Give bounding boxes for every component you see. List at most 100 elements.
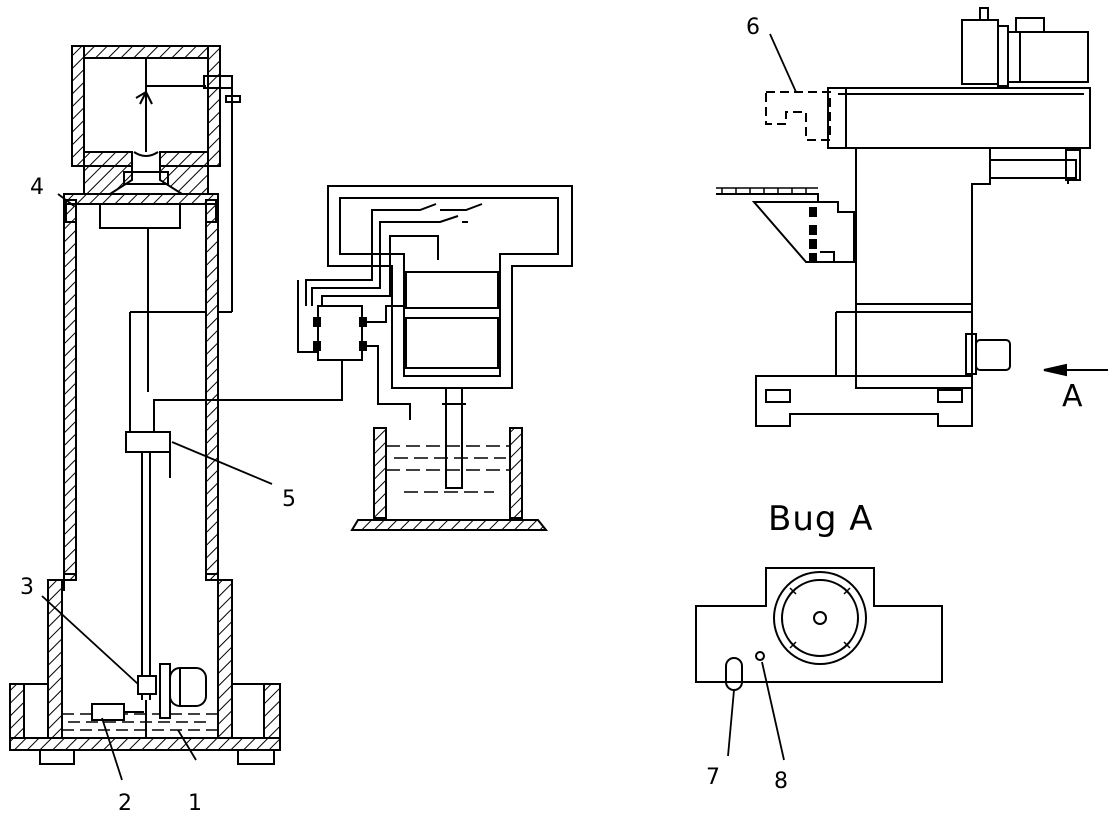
- callout-5: 5: [282, 487, 296, 512]
- column-right-wall: [205, 193, 219, 575]
- view-arrow-label: A: [1062, 379, 1083, 414]
- tank-floor-left: [83, 151, 133, 167]
- column-top-plate: [63, 193, 219, 205]
- callout-6: 6: [746, 15, 760, 40]
- top-motor-box: [1015, 17, 1045, 33]
- view-a-outer-ring: [773, 571, 867, 665]
- funnel-neck: [123, 171, 169, 185]
- bath-right-wall: [509, 427, 523, 519]
- callout-1: 1: [188, 791, 202, 815]
- view-arrow-head: [1043, 363, 1067, 377]
- bath-floor: [350, 519, 549, 531]
- table-clamp: [818, 201, 855, 263]
- table-bolts: [809, 207, 817, 263]
- upper-arm: [827, 87, 1091, 149]
- control-terminal-3: [359, 317, 367, 327]
- reservoir-inner: [339, 197, 559, 377]
- bath-left-wall: [373, 427, 387, 519]
- tank-floor-right: [159, 151, 209, 167]
- base-foot-right: [237, 749, 275, 765]
- control-terminal-1: [313, 317, 321, 327]
- control-terminal-2: [313, 341, 321, 351]
- column-left-wall: [63, 193, 77, 575]
- machine-column: [855, 148, 991, 389]
- callout-labels: 1 2 3 4 5 6 7 8 Bug A A: [20, 15, 1083, 816]
- rail-stopper: [1065, 149, 1081, 181]
- machine-base: [755, 375, 973, 427]
- flange-left: [65, 199, 77, 223]
- valve-block-upper: [405, 271, 499, 309]
- callout-8: 8: [774, 769, 788, 794]
- tower-section: [9, 45, 281, 765]
- callout-3: 3: [20, 575, 34, 600]
- view-a-inner-ring: [781, 579, 859, 657]
- tank-top-wall: [71, 45, 221, 59]
- view-title: Bug A: [768, 499, 874, 539]
- view-a-slot: [725, 657, 743, 691]
- funnel-arc: [133, 151, 159, 157]
- switch-3: [389, 235, 439, 260]
- switch-1: [371, 203, 483, 254]
- callout-4: 4: [30, 175, 44, 200]
- view-a: [695, 567, 943, 691]
- motor-body: [169, 667, 207, 707]
- wire-6: [366, 345, 411, 420]
- lower-right-wall: [217, 579, 233, 751]
- machine-side-view: [716, 7, 1108, 427]
- switch-2: [379, 215, 468, 254]
- leader-6: [769, 33, 797, 93]
- top-motor-flange: [997, 25, 1009, 87]
- flange-right: [205, 199, 217, 223]
- base-floor: [9, 737, 281, 751]
- motor-mount: [137, 675, 157, 695]
- callout-7: 7: [706, 765, 720, 790]
- base-slot-right: [937, 389, 963, 403]
- motor-flange: [159, 663, 171, 719]
- valve-block-lower: [405, 317, 499, 369]
- reservoir-outer: [327, 185, 573, 389]
- wire-2: [311, 254, 381, 306]
- lift-frame: [99, 203, 181, 229]
- view-a-hub: [813, 611, 827, 625]
- top-motor-body: [1007, 31, 1089, 83]
- view-a-hole: [755, 651, 765, 661]
- wire-5: [366, 305, 404, 323]
- spray-jet-4: [135, 91, 147, 99]
- control-box: [317, 305, 363, 361]
- leader-4: [57, 193, 75, 207]
- hydraulic-schematic: [153, 185, 573, 531]
- wire-4: [297, 280, 318, 353]
- spray-elbow: [203, 75, 233, 89]
- lower-left-wall: [47, 579, 63, 751]
- signal-wire: [153, 360, 343, 432]
- sump-liquid: [62, 713, 218, 731]
- leader-8: [761, 661, 785, 761]
- piston-rod: [445, 387, 463, 489]
- tank-right-wall: [207, 45, 221, 167]
- tank-left-wall: [71, 45, 85, 167]
- top-motor-bolt: [979, 7, 989, 21]
- callout-2: 2: [118, 791, 132, 815]
- control-terminal-4: [359, 341, 367, 351]
- leader-1: [177, 729, 197, 761]
- carriage: [125, 431, 171, 453]
- table-teeth: [716, 187, 818, 194]
- view-a-outline: [695, 567, 943, 683]
- hidden-part: [765, 91, 831, 141]
- base-foot-left: [39, 749, 75, 765]
- side-motor-body: [975, 339, 1011, 371]
- wire-3: [321, 254, 391, 306]
- leader-lines: [41, 33, 797, 781]
- pump: [91, 703, 125, 721]
- rail-bracket: [990, 159, 1077, 179]
- wire-1: [305, 254, 373, 306]
- leader-7: [727, 689, 735, 757]
- leader-5: [171, 441, 273, 485]
- leader-3: [41, 595, 139, 685]
- bath-liquid: [386, 445, 510, 493]
- view-a-bolts: [789, 587, 851, 649]
- top-motor-bracket: [961, 19, 999, 85]
- base-slot-left: [765, 389, 791, 403]
